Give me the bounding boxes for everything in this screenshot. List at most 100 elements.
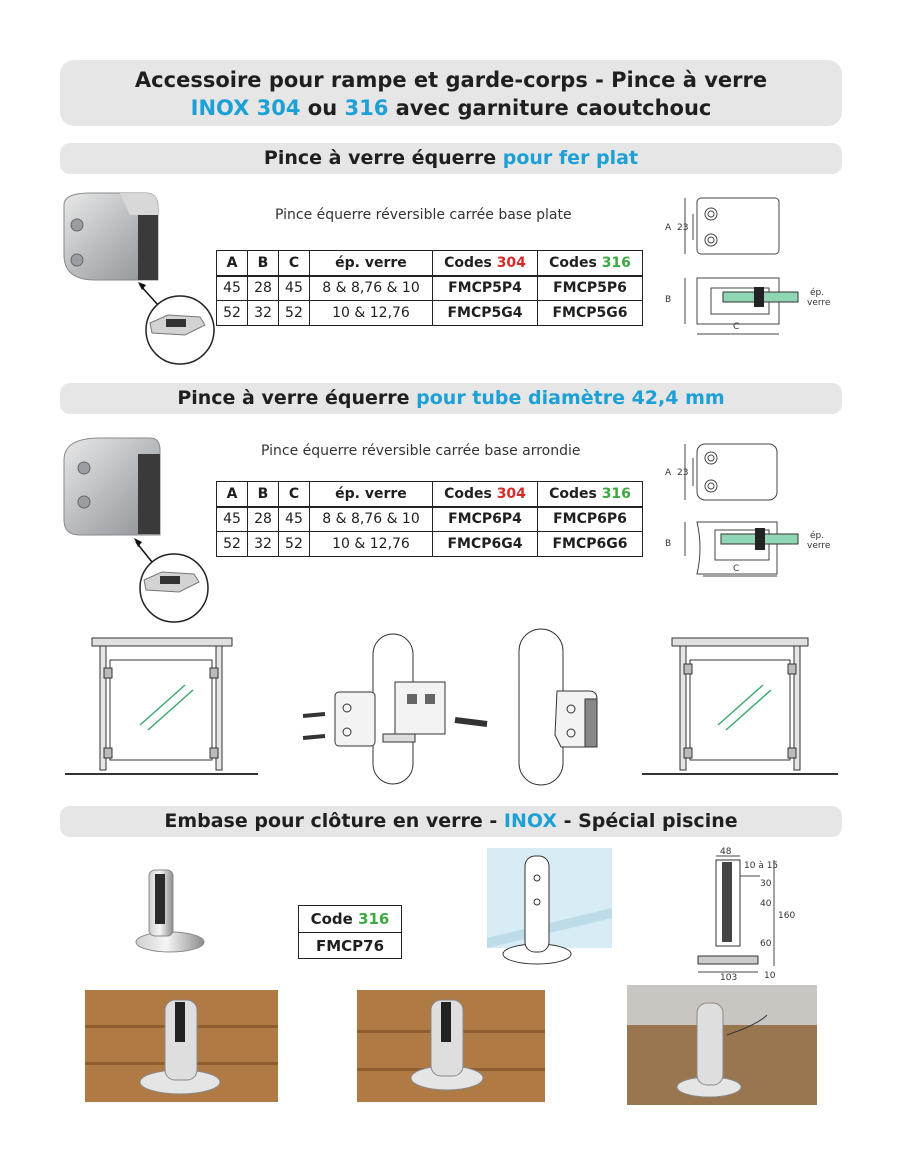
label-verre: verre [807, 541, 831, 551]
cell-b: 28 [246, 275, 279, 301]
cell-code-304: FMCP5P4 [432, 275, 538, 301]
title-ou: ou [300, 96, 345, 120]
section-heading-fer-plat: Pince à verre équerre pour fer plat [60, 143, 842, 174]
title-line-1: Accessoire pour rampe et garde-corps - P… [134, 68, 768, 92]
spigot-photo-1 [85, 990, 278, 1102]
col-ep-verre: ép. verre [308, 250, 434, 276]
table-row: 52 32 52 10 & 12,76 FMCP6G4 FMCP6G6 [216, 531, 644, 557]
col-c: C [277, 481, 310, 507]
col-a: A [216, 250, 248, 276]
railing-tube-illustration [642, 637, 838, 775]
cell-code-316: FMCP5G6 [536, 300, 644, 326]
title-inox-304: INOX 304 [190, 96, 301, 120]
dim-103: 103 [720, 973, 737, 983]
dim-60: 60 [760, 939, 772, 949]
section-heading-tube: Pince à verre équerre pour tube diamètre… [60, 383, 842, 414]
cell-a: 45 [216, 506, 248, 532]
railing-flat-illustration [65, 637, 258, 775]
cell-ep-verre: 10 & 12,76 [308, 300, 434, 326]
section1-heading-b: pour fer plat [502, 147, 639, 169]
cell-a: 52 [216, 300, 248, 326]
cell-c: 45 [277, 275, 310, 301]
col-codes-316: Codes 316 [536, 250, 644, 276]
cell-a: 45 [216, 275, 248, 301]
section2-subtitle: Pince équerre réversible carrée base arr… [261, 443, 581, 459]
section1-subtitle: Pince équerre réversible carrée base pla… [275, 207, 572, 223]
cell-c: 52 [277, 300, 310, 326]
cell-code-304: FMCP5G4 [432, 300, 538, 326]
dim-c: C [733, 322, 739, 332]
cell-code-316: FMCP5P6 [536, 275, 644, 301]
spigot-with-glass-illustration [487, 848, 612, 965]
spigot-technical-drawing: 48 10 à 15 30 40 160 60 103 10 [697, 847, 795, 983]
section-heading-embase: Embase pour clôture en verre - INOX - Sp… [60, 806, 842, 837]
embase-code-label: Code 316 [310, 910, 390, 928]
cell-code-304: FMCP6P4 [432, 506, 538, 532]
cell-code-316: FMCP6G6 [536, 531, 644, 557]
dim-c: C [733, 564, 739, 574]
col-codes-316: Codes 316 [536, 481, 644, 507]
table-row: 45 28 45 8 & 8,76 & 10 FMCP6P4 FMCP6P6 [216, 506, 644, 532]
dim-30: 30 [760, 879, 772, 889]
label-ep: ép. [810, 530, 824, 541]
label-ep: ép. [810, 287, 824, 298]
dim-10: 10 [764, 971, 776, 981]
cell-ep-verre: 10 & 12,76 [308, 531, 434, 557]
cell-ep-verre: 8 & 8,76 & 10 [308, 506, 434, 532]
col-b: B [246, 250, 279, 276]
dim-a: A [665, 468, 672, 478]
dim-b: B [665, 295, 671, 305]
table-row: 52 32 52 10 & 12,76 FMCP5G4 FMCP5G6 [216, 300, 644, 326]
section3-heading-b: INOX [503, 810, 557, 832]
clamp-exploded-tube-illustration [302, 633, 488, 785]
cell-b: 32 [246, 300, 279, 326]
dim-b: B [665, 539, 671, 549]
clamp-flat-technical-drawing: A 23 B C ép. verre [665, 197, 831, 335]
dim-48: 48 [720, 847, 732, 857]
cell-a: 52 [216, 531, 248, 557]
dim-10a15: 10 à 15 [744, 861, 778, 871]
col-codes-304: Codes 304 [432, 250, 538, 276]
cell-code-304: FMCP6G4 [432, 531, 538, 557]
clamp-tube-technical-drawing: A 23 B C ép. verre [665, 443, 831, 577]
dim-40: 40 [760, 899, 772, 909]
cell-b: 28 [246, 506, 279, 532]
table-header-row: A B C ép. verre Codes 304 Codes 316 [216, 250, 644, 276]
section3-heading-c: - Spécial piscine [557, 810, 738, 832]
dim-160: 160 [778, 911, 795, 921]
clamp-on-tube-illustration [518, 628, 598, 786]
col-c: C [277, 250, 310, 276]
col-codes-304: Codes 304 [432, 481, 538, 507]
cell-ep-verre: 8 & 8,76 & 10 [308, 275, 434, 301]
cell-b: 32 [246, 531, 279, 557]
title-line-2: INOX 304 ou 316 avec garniture caoutchou… [60, 94, 842, 122]
label-verre: verre [807, 298, 831, 308]
table-row: 45 28 45 8 & 8,76 & 10 FMCP5P4 FMCP5P6 [216, 275, 644, 301]
col-b: B [246, 481, 279, 507]
cell-code-316: FMCP6P6 [536, 506, 644, 532]
spigot-photo-3 [627, 985, 817, 1105]
col-ep-verre: ép. verre [308, 481, 434, 507]
col-a: A [216, 481, 248, 507]
title-316: 316 [344, 96, 389, 120]
clamp-flat-image [63, 192, 215, 365]
section2-spec-table: A B C ép. verre Codes 304 Codes 316 45 2… [216, 481, 644, 557]
spigot-photo-2 [357, 990, 545, 1102]
section3-heading-a: Embase pour clôture en verre - [164, 810, 504, 832]
dim-a-value: 23 [677, 223, 688, 233]
section1-spec-table: A B C ép. verre Codes 304 Codes 316 45 2… [216, 250, 644, 326]
section2-heading-b: pour tube diamètre 42,4 mm [416, 387, 725, 409]
cell-c: 52 [277, 531, 310, 557]
section1-heading-a: Pince à verre équerre [263, 147, 503, 169]
dim-a-value: 23 [677, 468, 688, 478]
section2-heading-a: Pince à verre équerre [177, 387, 417, 409]
page-title: Accessoire pour rampe et garde-corps - P… [60, 60, 842, 126]
title-rest: avec garniture caoutchouc [388, 96, 712, 120]
clamp-tube-image [63, 437, 209, 623]
glass-spigot-image [135, 869, 205, 953]
embase-code-box: Code 316 FMCP76 [298, 905, 402, 959]
dim-a: A [665, 223, 672, 233]
cell-c: 45 [277, 506, 310, 532]
table-header-row: A B C ép. verre Codes 304 Codes 316 [216, 481, 644, 507]
embase-code-value: FMCP76 [299, 932, 401, 958]
